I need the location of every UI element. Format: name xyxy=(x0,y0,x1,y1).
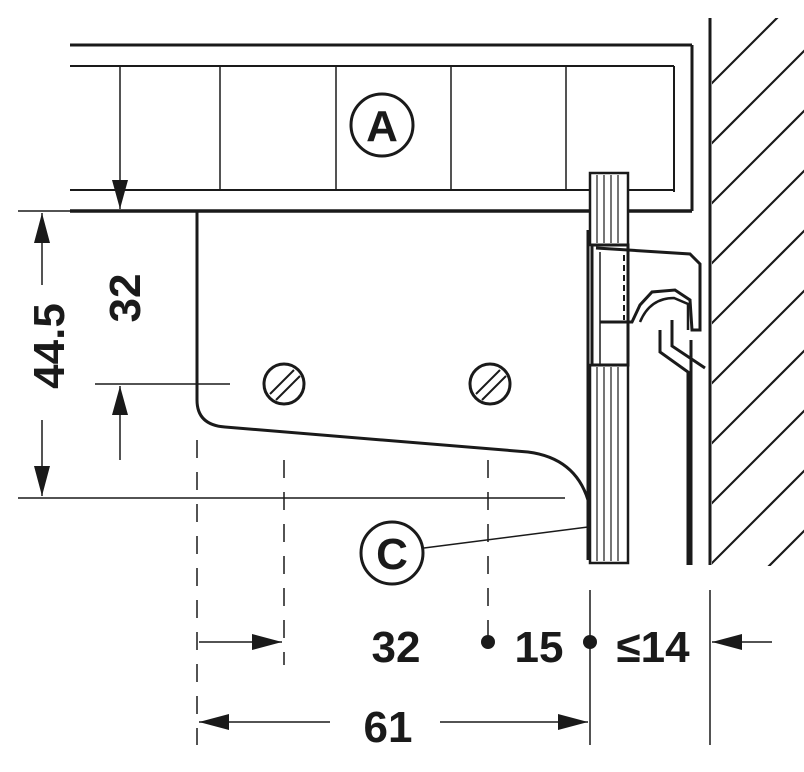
callout-c-label: C xyxy=(376,530,408,579)
callout-a-label: A xyxy=(366,102,398,151)
dimension-32-vertical-label: 32 xyxy=(101,274,150,323)
shelf-a xyxy=(70,43,694,213)
dimension-max-14: ≤14 xyxy=(583,623,772,672)
dimension-32-vertical: 32 xyxy=(95,140,230,460)
callout-a: A xyxy=(349,92,415,158)
screw-right xyxy=(468,362,512,406)
wall xyxy=(708,18,804,566)
dimension-max-14-label: ≤14 xyxy=(616,623,690,672)
extension-lines xyxy=(196,440,489,745)
dimension-61: 61 xyxy=(199,703,588,752)
dimension-32-horizontal-label: 32 xyxy=(372,623,421,672)
door-panel xyxy=(588,171,630,565)
callout-c: C xyxy=(359,520,589,586)
hinge-clip xyxy=(590,243,706,565)
dimension-44-5-label: 44.5 xyxy=(25,303,74,389)
screw-left xyxy=(262,362,306,406)
dimension-61-label: 61 xyxy=(364,703,413,752)
hinge-plate xyxy=(195,211,590,560)
extension-lines-solid xyxy=(119,66,711,745)
dimension-44-5: 44.5 xyxy=(18,210,565,499)
dimension-15: 15 xyxy=(481,623,563,672)
dimension-15-label: 15 xyxy=(515,623,564,672)
dimension-32-horizontal: 32 xyxy=(199,623,420,672)
